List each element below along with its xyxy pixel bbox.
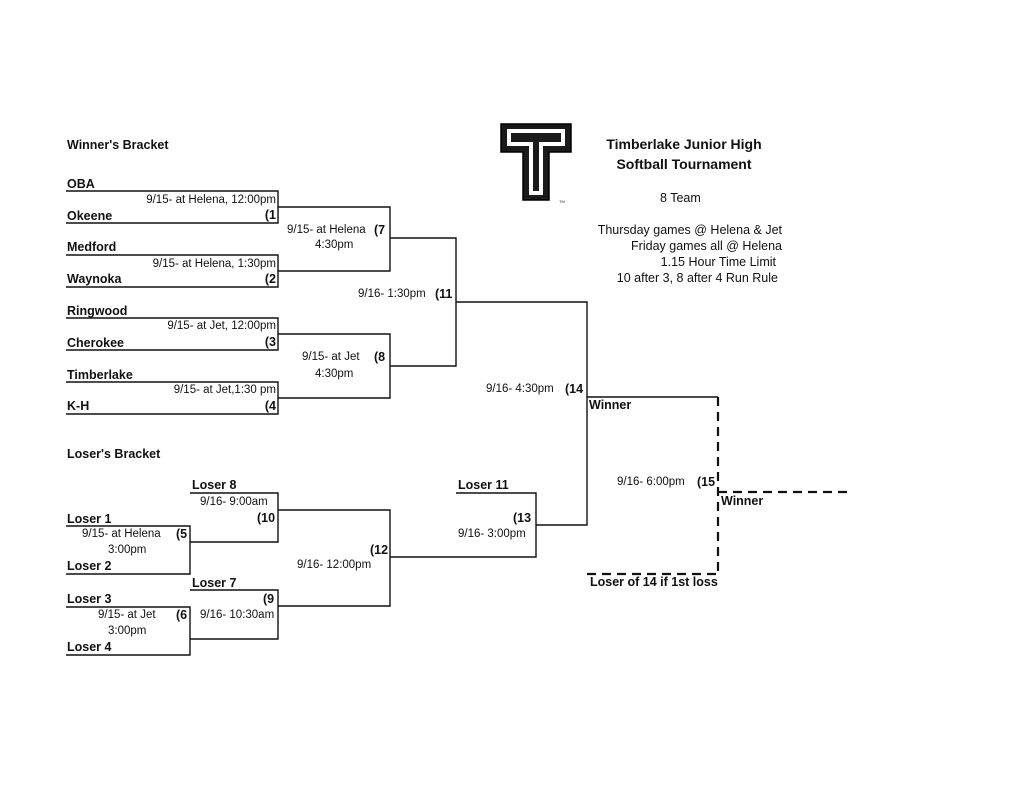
loser-4-label: Loser 4 bbox=[67, 640, 112, 654]
note-1: Thursday games @ Helena & Jet bbox=[597, 223, 782, 237]
logo-tm: TM bbox=[559, 199, 565, 204]
team-ringwood: Ringwood bbox=[67, 304, 128, 318]
loser-2-label: Loser 2 bbox=[67, 559, 112, 573]
winner-14-label: Winner bbox=[589, 398, 632, 412]
game-7-time: 4:30pm bbox=[315, 239, 354, 251]
game-13-number: (13 bbox=[513, 511, 532, 525]
game-10-bracket bbox=[190, 492, 279, 543]
game-8-time: 4:30pm bbox=[315, 368, 354, 380]
game-3-number: (3 bbox=[264, 335, 276, 349]
game-10-info: 9/16- 9:00am bbox=[200, 496, 268, 508]
game-6-bracket bbox=[66, 606, 191, 656]
double-t-logo: TM bbox=[500, 123, 572, 204]
game-5-info: 9/15- at Helena bbox=[82, 528, 161, 540]
note-2: Friday games all @ Helena bbox=[631, 239, 782, 253]
game-12-info: 9/16- 12:00pm bbox=[297, 559, 372, 571]
game-4-number: (4 bbox=[264, 399, 276, 413]
note-4: 10 after 3, 8 after 4 Run Rule bbox=[616, 271, 778, 285]
loser-11-label: Loser 11 bbox=[458, 478, 509, 492]
game-2-number: (2 bbox=[264, 272, 276, 286]
game-15-number: (15 bbox=[697, 475, 716, 489]
loser-3-label: Loser 3 bbox=[67, 592, 112, 606]
winners-bracket-heading: Winner's Bracket bbox=[67, 138, 169, 152]
game-6-number: (6 bbox=[176, 608, 188, 622]
game-8-bracket bbox=[278, 333, 391, 399]
game-7-number: (7 bbox=[374, 223, 386, 237]
tournament-title-line1: Timberlake Junior High bbox=[606, 136, 762, 152]
game-13-bracket bbox=[390, 492, 537, 558]
game-2-info: 9/15- at Helena, 1:30pm bbox=[152, 258, 276, 270]
game-7-bracket bbox=[278, 206, 391, 272]
loser-14-label: Loser of 14 if 1st loss bbox=[590, 575, 718, 589]
game-4-info: 9/15- at Jet,1:30 pm bbox=[173, 384, 276, 396]
game-5-number: (5 bbox=[176, 527, 188, 541]
final-winner-label: Winner bbox=[721, 494, 764, 508]
team-okeene: Okeene bbox=[67, 209, 113, 223]
team-oba: OBA bbox=[67, 177, 95, 191]
game-1-number: (1 bbox=[264, 208, 276, 222]
game-14-number: (14 bbox=[565, 382, 584, 396]
game-15-info: 9/16- 6:00pm bbox=[617, 476, 685, 488]
game-12-number: (12 bbox=[370, 543, 389, 557]
team-waynoka: Waynoka bbox=[67, 272, 122, 286]
note-3: 1.15 Hour Time Limit bbox=[660, 255, 776, 269]
loser-1-label: Loser 1 bbox=[67, 512, 112, 526]
game-3-info: 9/15- at Jet, 12:00pm bbox=[167, 320, 276, 332]
game-6-info: 9/15- at Jet bbox=[98, 609, 156, 621]
game-5-time: 3:00pm bbox=[108, 544, 147, 556]
team-cherokee: Cherokee bbox=[67, 336, 124, 350]
game-7-info: 9/15- at Helena bbox=[287, 224, 366, 236]
game-11-info: 9/16- 1:30pm bbox=[358, 288, 426, 300]
game-9-number: (9 bbox=[263, 592, 275, 606]
loser-7-label: Loser 7 bbox=[192, 576, 237, 590]
game-12-bracket bbox=[278, 509, 391, 607]
game-8-number: (8 bbox=[374, 350, 386, 364]
game-9-info: 9/16- 10:30am bbox=[200, 609, 275, 621]
tournament-title-line2: Softball Tournament bbox=[616, 156, 752, 172]
game-14-bracket bbox=[456, 301, 588, 526]
game-13-info: 9/16- 3:00pm bbox=[458, 528, 526, 540]
game-14-info: 9/16- 4:30pm bbox=[486, 383, 554, 395]
game-9-bracket bbox=[190, 589, 279, 640]
team-count: 8 Team bbox=[660, 191, 701, 205]
game-1-info: 9/15- at Helena, 12:00pm bbox=[146, 194, 276, 206]
game-10-number: (10 bbox=[257, 511, 276, 525]
loser-8-label: Loser 8 bbox=[192, 478, 237, 492]
game-8-info: 9/15- at Jet bbox=[302, 351, 360, 363]
game-11-bracket bbox=[390, 237, 457, 367]
game-5-bracket bbox=[66, 525, 191, 575]
losers-bracket-heading: Loser's Bracket bbox=[67, 447, 161, 461]
game-6-time: 3:00pm bbox=[108, 625, 147, 637]
team-timberlake: Timberlake bbox=[67, 368, 133, 382]
team-medford: Medford bbox=[67, 240, 117, 254]
team-kh: K-H bbox=[67, 399, 90, 413]
game-11-number: (11 bbox=[435, 287, 453, 301]
